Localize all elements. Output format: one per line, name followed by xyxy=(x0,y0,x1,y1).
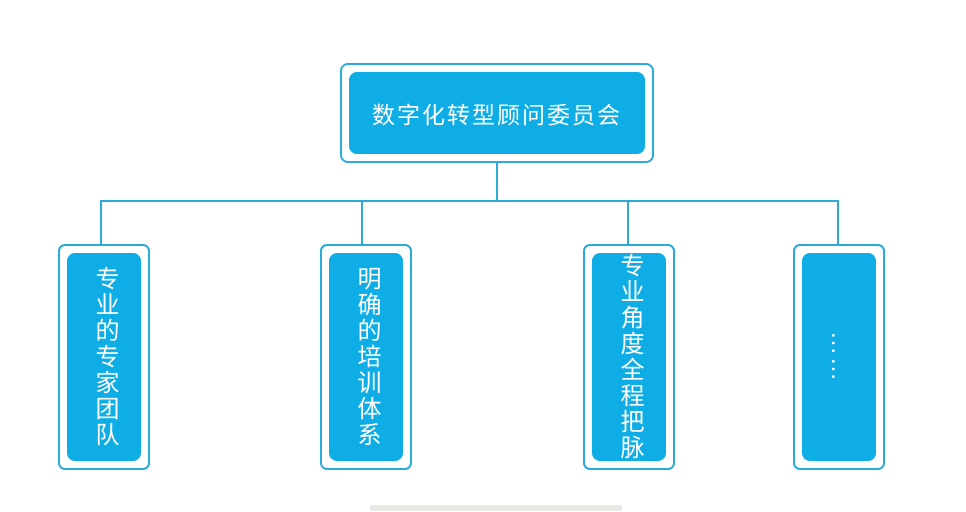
child-node-label: …… xyxy=(826,331,853,383)
child-node-fill: 专业角度全程把脉 xyxy=(592,253,666,461)
child-node-fill: 明确的培训体系 xyxy=(329,253,403,461)
connector-stem xyxy=(496,163,498,201)
child-node-label: 专业的专家团队 xyxy=(91,266,118,448)
connector-drop-1 xyxy=(100,201,102,245)
root-node-label: 数字化转型顾问委员会 xyxy=(372,102,622,128)
watermark-bar xyxy=(370,505,622,511)
child-node-ellipsis: …… xyxy=(793,244,885,470)
connector-drop-4 xyxy=(837,201,839,245)
root-node: 数字化转型顾问委员会 xyxy=(340,63,654,163)
child-node-professional-guidance: 专业角度全程把脉 xyxy=(583,244,675,470)
connector-drop-3 xyxy=(627,201,629,245)
child-node-label: 专业角度全程把脉 xyxy=(616,253,643,461)
child-node-fill: 专业的专家团队 xyxy=(67,253,141,461)
child-node-label: 明确的培训体系 xyxy=(353,266,380,448)
root-node-fill: 数字化转型顾问委员会 xyxy=(349,72,645,154)
child-node-expert-team: 专业的专家团队 xyxy=(58,244,150,470)
child-node-training-system: 明确的培训体系 xyxy=(320,244,412,470)
connector-drop-2 xyxy=(361,201,363,245)
connector-horizontal xyxy=(100,200,839,202)
child-node-fill: …… xyxy=(802,253,876,461)
